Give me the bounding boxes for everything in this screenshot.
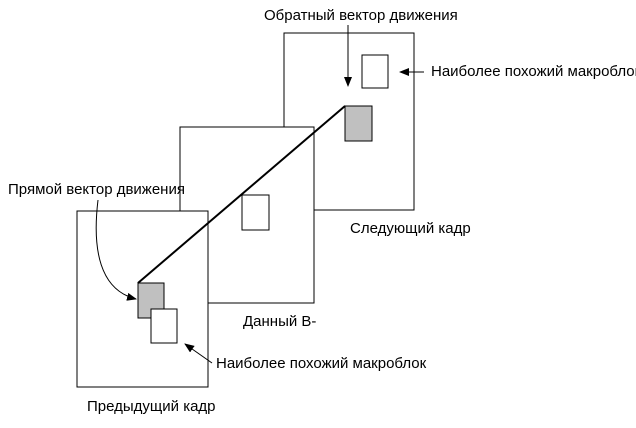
current-b-frame-block: [241, 194, 270, 231]
next-frame-reference-block: [344, 105, 373, 142]
next-frame-best-match-block: [361, 54, 389, 89]
best-match-next-label: Наиболее похожий макроблок: [431, 63, 636, 80]
backward-vector-label: Обратный вектор движения: [264, 7, 458, 24]
previous-frame-best-match-block: [150, 308, 178, 344]
forward-vector-label: Прямой вектор движения: [8, 181, 185, 198]
motion-vector-line: [137, 105, 346, 284]
next-frame-label: Следующий кадр: [350, 220, 471, 237]
current-frame-label: Данный В-: [243, 313, 317, 330]
previous-frame-label: Предыдущий кадр: [87, 398, 216, 415]
best-match-prev-pointer: [184, 343, 213, 364]
forward-vector-pointer: [95, 199, 137, 301]
best-match-prev-label: Наиболее похожий макроблок: [216, 355, 427, 372]
